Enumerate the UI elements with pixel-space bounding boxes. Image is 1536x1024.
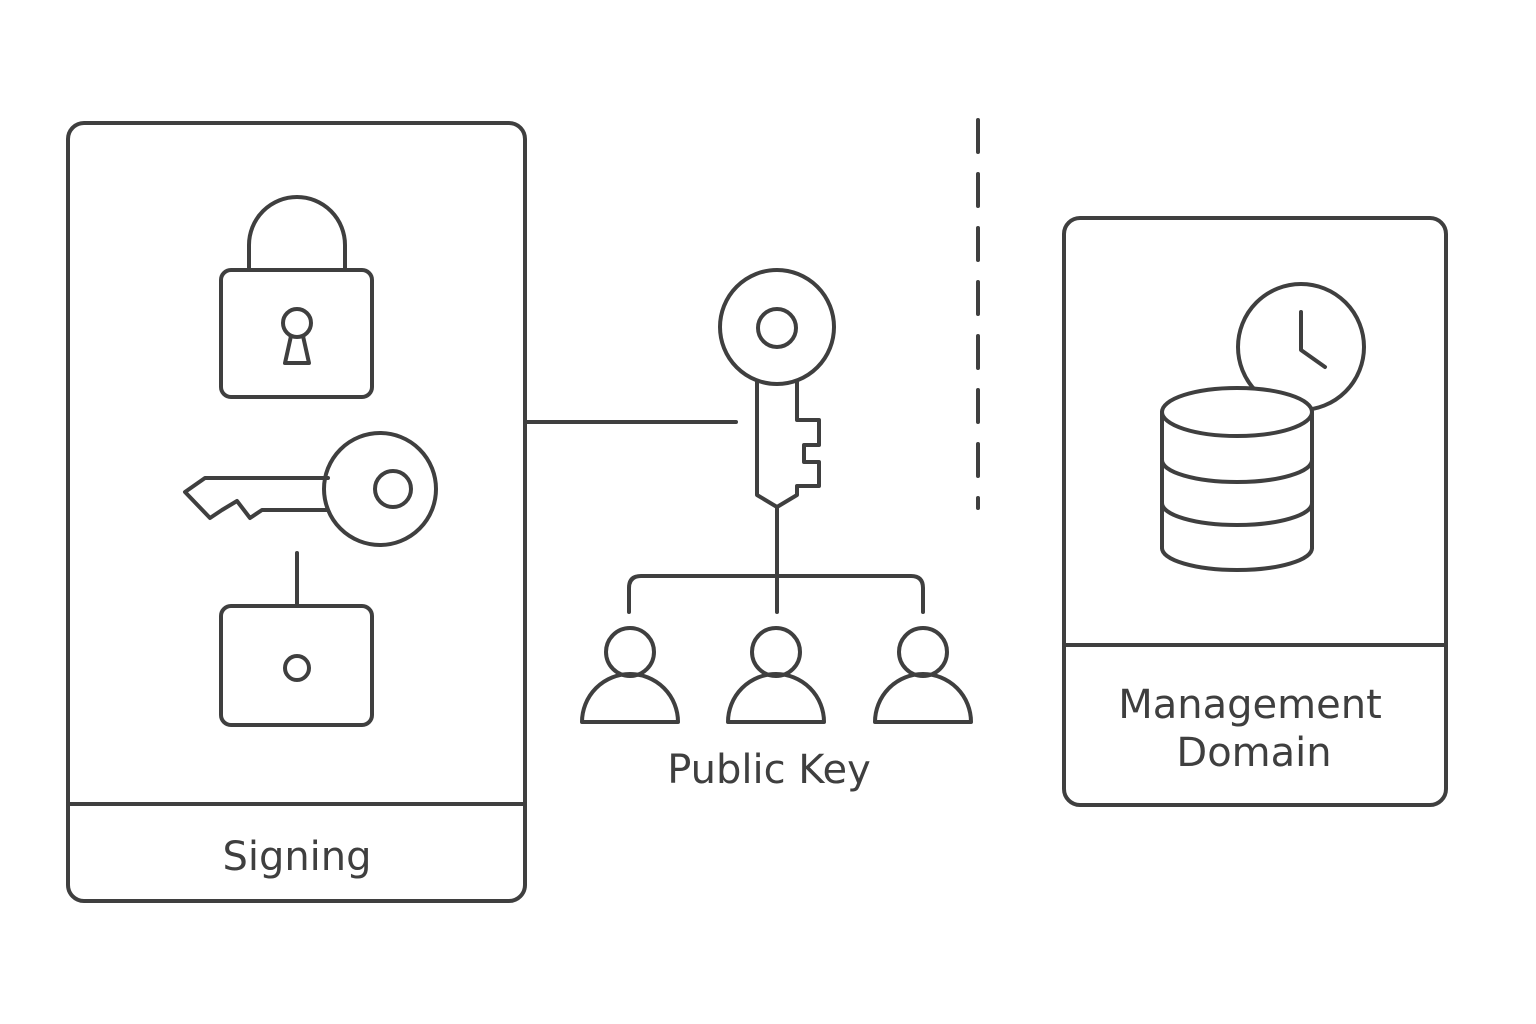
management-domain-panel: Management Domain: [1062, 216, 1448, 807]
public-key-label: Public Key: [667, 747, 871, 793]
user-icon: [873, 626, 973, 724]
signing-panel: Signing: [66, 121, 527, 903]
public-key-icon: [718, 268, 836, 509]
public-key-tree: [627, 505, 925, 614]
device-icon: [219, 604, 374, 727]
signing-panel-frame: [66, 121, 527, 903]
database-icon: [1160, 386, 1314, 572]
user-icon: [580, 626, 680, 724]
padlock-icon: [219, 195, 374, 399]
signing-label: Signing: [222, 834, 371, 880]
management-label-line2: Domain: [1176, 730, 1331, 776]
user-icon: [726, 626, 826, 724]
management-label-line1: Management: [1118, 682, 1382, 728]
management-panel-frame: [1062, 216, 1448, 807]
key-icon: [183, 431, 438, 547]
